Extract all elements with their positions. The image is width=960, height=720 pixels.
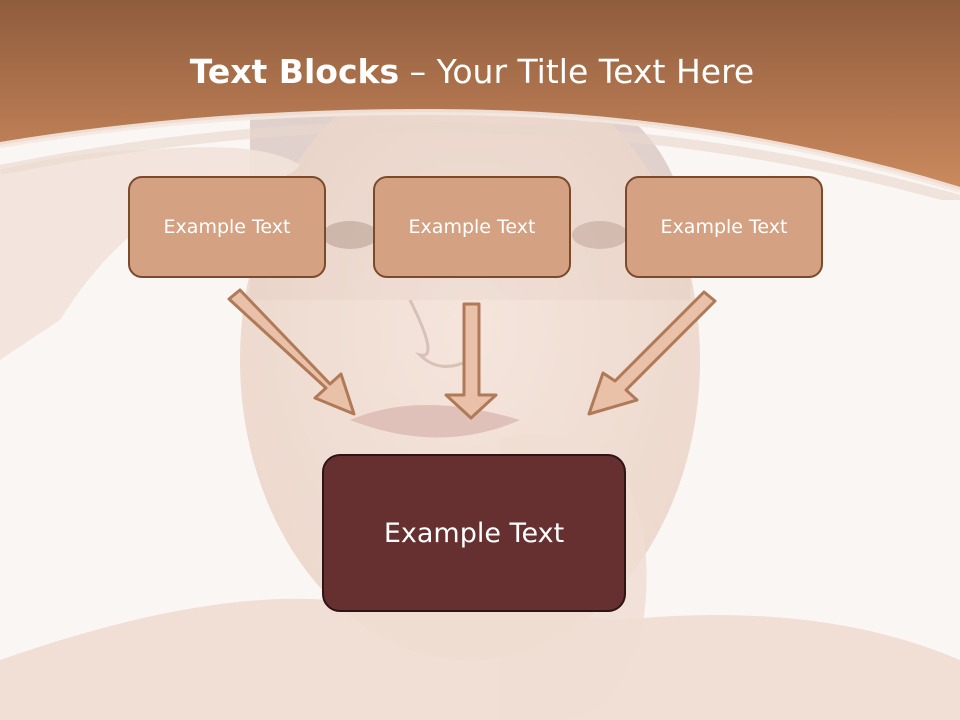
text-block-2[interactable]: Example Text: [373, 176, 571, 278]
text-block-1-label: Example Text: [163, 216, 291, 238]
title-dash: –: [409, 52, 427, 91]
text-block-2-label: Example Text: [408, 216, 536, 238]
title-bold: Text Blocks: [189, 52, 400, 91]
text-block-result[interactable]: Example Text: [322, 454, 626, 612]
title-rest: Your Title Text Here: [436, 52, 755, 91]
header-band: [0, 0, 960, 200]
text-block-3-label: Example Text: [660, 216, 788, 238]
text-block-result-label: Example Text: [383, 517, 565, 549]
slide-title: Text Blocks – Your Title Text Here: [0, 52, 944, 91]
text-block-1[interactable]: Example Text: [128, 176, 326, 278]
text-block-3[interactable]: Example Text: [625, 176, 823, 278]
